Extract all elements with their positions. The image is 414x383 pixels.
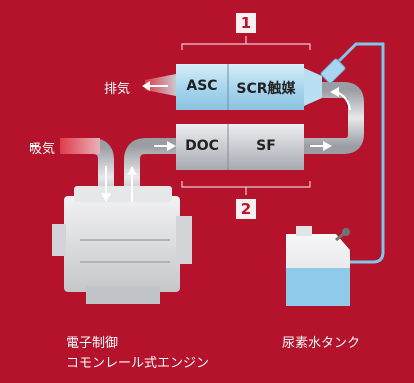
engine-illustration bbox=[52, 186, 192, 304]
doc-label: DOC bbox=[185, 138, 219, 154]
tank-illustration bbox=[286, 226, 350, 306]
sf-box bbox=[228, 124, 304, 170]
badge-1: 1 bbox=[236, 13, 256, 33]
exhaust-label: 排気 bbox=[104, 82, 131, 97]
asc-label: ASC bbox=[186, 78, 218, 94]
urea-line bbox=[300, 42, 385, 264]
engine-label-line2: コモンレール式エンジン bbox=[66, 356, 210, 371]
sf-label: SF bbox=[256, 138, 276, 154]
bracket-bottom bbox=[181, 181, 311, 195]
tank-label: 尿素水タンク bbox=[282, 336, 361, 351]
scr-label: SCR触媒 bbox=[236, 81, 296, 97]
asc-box bbox=[176, 64, 228, 110]
flow-arrows bbox=[30, 81, 351, 202]
engine-exhaust-pipe bbox=[124, 138, 176, 208]
bracket-top bbox=[181, 36, 311, 50]
return-pipe bbox=[304, 82, 364, 154]
intake-label: 吸気 bbox=[29, 142, 56, 157]
engine-label-line1: 電子制御 bbox=[66, 336, 119, 351]
scr-box bbox=[228, 64, 304, 110]
urea-injector bbox=[320, 58, 346, 84]
badge-2: 2 bbox=[236, 199, 256, 219]
doc-box bbox=[176, 124, 228, 170]
